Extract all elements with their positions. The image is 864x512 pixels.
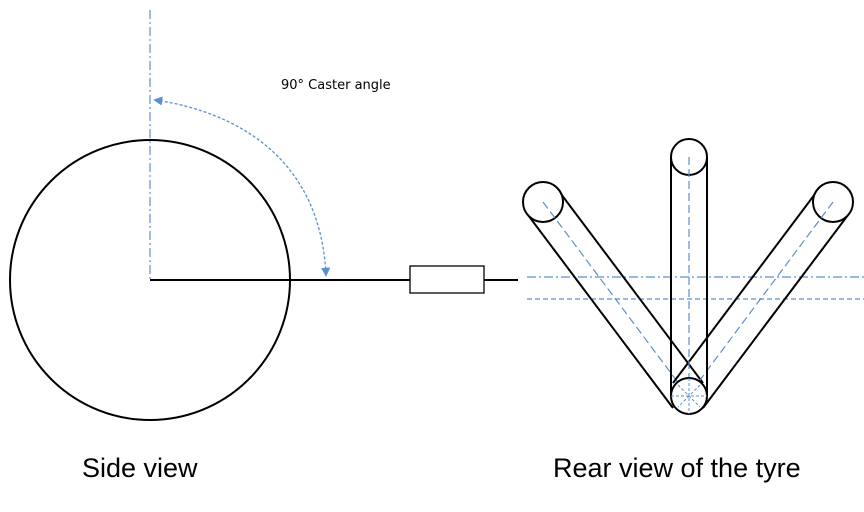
side-view-caption: Side view xyxy=(82,453,198,483)
caster-angle-label: 90° Caster angle xyxy=(281,78,391,93)
rear-view-caption: Rear view of the tyre xyxy=(553,453,801,483)
caster-angle-arrow xyxy=(153,96,331,277)
side-view xyxy=(9,10,518,421)
left-tilted-cylinder xyxy=(522,181,704,409)
axle-bushing xyxy=(409,265,485,294)
vertical-cylinder xyxy=(670,138,708,410)
rear-view xyxy=(522,138,864,415)
right-tilted-cylinder xyxy=(672,181,854,409)
